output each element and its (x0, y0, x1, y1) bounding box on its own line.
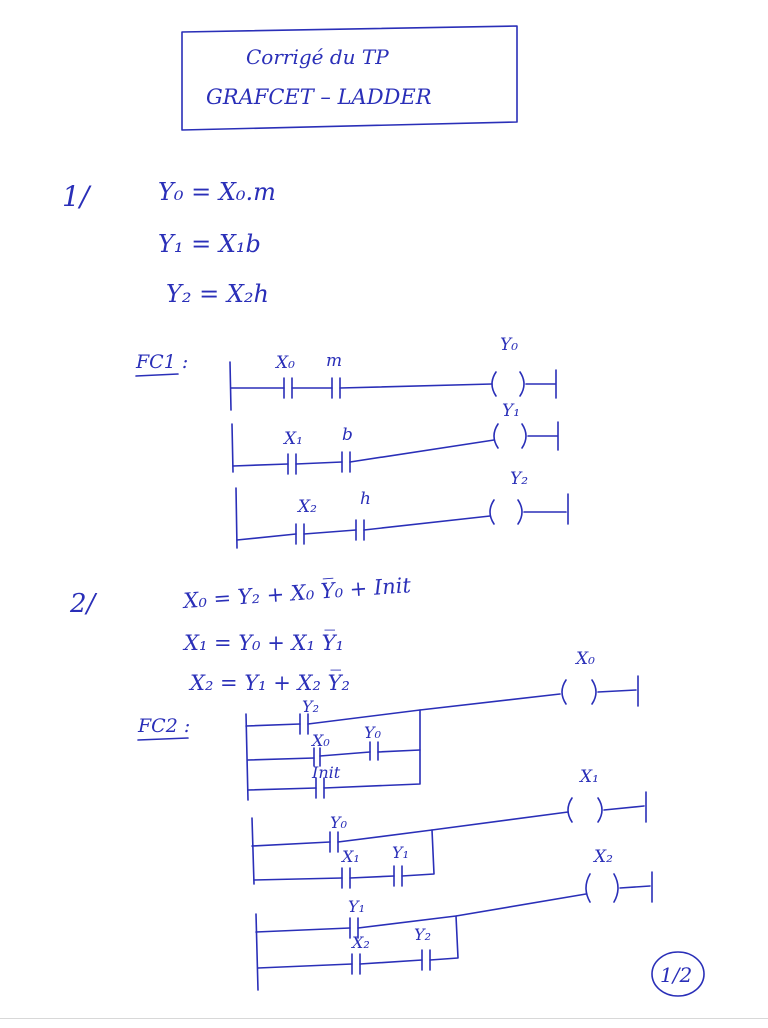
fc1-coil-y2: Y₂ (510, 469, 528, 489)
fc1-contact-x0: X₀ (274, 353, 295, 373)
fc1-coil-y1: Y₁ (502, 401, 520, 421)
part1-eq-2: Y₂ = X₂h (166, 280, 269, 308)
fc1-contact-x1: X₁ (282, 429, 303, 449)
fc1-contact-x2: X₂ (296, 497, 317, 517)
part1-section: 1/ Y₀ = X₀.m Y₁ = X₁b Y₂ = X₂h (62, 178, 276, 308)
page-number-text: 1/2 (660, 963, 692, 987)
part2-eq-1: X₁ = Y₀ + X₁ Y̅₁ (182, 630, 344, 655)
part2-label: 2/ (69, 589, 98, 619)
fc1-rung-3: X₂ h Y₂ (236, 469, 569, 545)
fc1-contact-m: m (326, 351, 342, 371)
fc1-contact-b: b (342, 425, 353, 445)
fc1-label: FC1 : (135, 351, 188, 373)
fc1-rung-2: X₁ b Y₁ (232, 401, 559, 475)
fc2-coil-x1: X₁ (578, 767, 599, 787)
fc1-contact-h: h (360, 489, 371, 509)
fc1-section: FC1 : X₀ m Y₀ X₁ b Y₁ (135, 335, 569, 549)
fc1-rung-1: X₀ m Y₀ (230, 335, 557, 399)
fc2-rung-x2: Y₁ X₂ Y₂ X₂ (255, 847, 653, 975)
fc2-contact-y1: Y₁ (348, 897, 365, 916)
fc2-coil-x0: X₀ (574, 649, 595, 669)
page-number: 1/2 (651, 951, 705, 997)
fc2-contact-x2: X₂ (350, 933, 370, 952)
fc1-coil-y0: Y₀ (500, 335, 518, 355)
fc2-contact-x0: X₀ (310, 731, 330, 750)
part1-label: 1/ (62, 180, 92, 213)
fc2-contact-y2: Y₂ (302, 697, 319, 716)
fc2-section: FC2 : Y₂ X₀ Y₀ Init X₀ Y₀ X₁ (137, 649, 653, 991)
fc2-contact-y0: Y₀ (330, 813, 348, 832)
part2-eq-2: X₂ = Y₁ + X₂ Y̅₂ (188, 670, 350, 695)
fc2-contact-y2bar: Y₂ (414, 925, 431, 944)
fc2-label: FC2 : (137, 715, 190, 737)
fc2-contact-y0bar: Y₀ (364, 723, 382, 742)
part2-eq-0: X₀ = Y₂ + X₀ Y̅₀ + Init (181, 572, 413, 613)
title-box: Corrigé du TP GRAFCET – LADDER (181, 25, 518, 131)
part1-eq-1: Y₁ = X₁b (158, 230, 261, 258)
part1-eq-0: Y₀ = X₀.m (158, 178, 276, 206)
fc2-contact-x1: X₁ (340, 847, 360, 866)
fc2-contact-y1bar: Y₁ (392, 843, 409, 862)
page-edge (0, 1018, 768, 1019)
part2-section: 2/ X₀ = Y₂ + X₀ Y̅₀ + Init X₁ = Y₀ + X₁ … (69, 572, 412, 695)
fc2-contact-init: Init (311, 763, 341, 782)
title-line1: Corrigé du TP (246, 45, 389, 69)
title-line2: GRAFCET – LADDER (206, 85, 432, 109)
fc2-rung-x1: Y₀ X₁ Y₁ X₁ (251, 767, 647, 889)
fc2-rung-x0: Y₂ X₀ Y₀ Init X₀ (245, 649, 639, 799)
fc2-coil-x2: X₂ (592, 847, 613, 867)
